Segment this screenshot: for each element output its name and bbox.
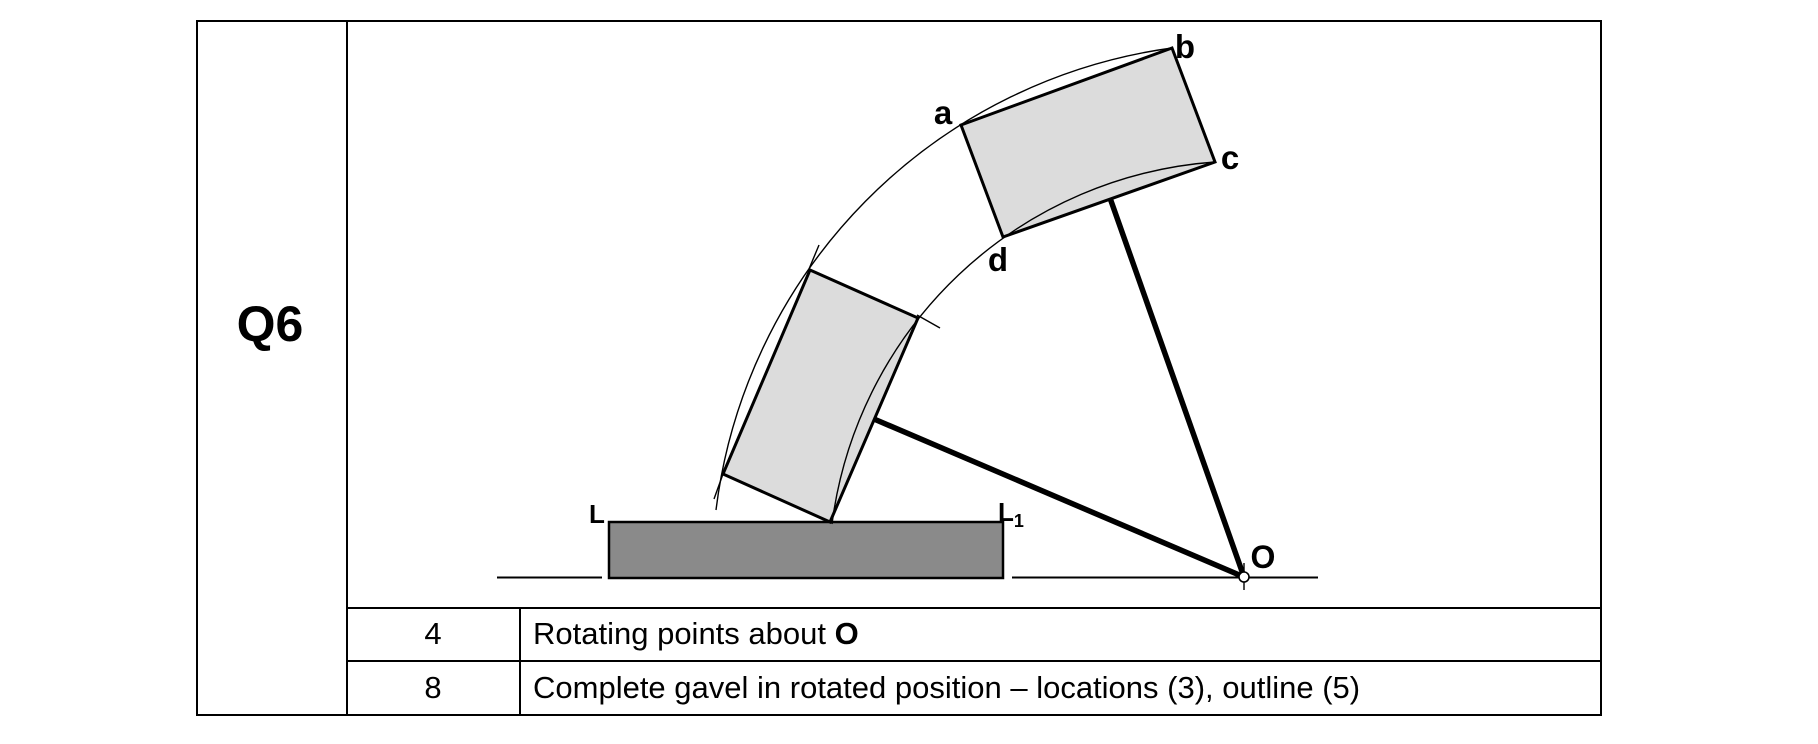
label-a: a: [934, 94, 953, 131]
gavel-handle-final: [1107, 197, 1247, 578]
label-l1-subscript: 1: [1014, 511, 1024, 531]
question-number: Q6: [237, 296, 304, 352]
label-l1-base: L: [998, 497, 1014, 527]
description-row1: Rotating points about O: [533, 616, 859, 651]
description-row1-text: Rotating points about: [533, 616, 835, 651]
construction-tick-bottom-left: [713, 473, 724, 500]
description-row2: Complete gavel in rotated position – loc…: [533, 670, 1360, 705]
pivot-circle: [1238, 571, 1250, 583]
rotation-arc-inner: [831, 161, 1216, 525]
label-d: d: [988, 241, 1008, 278]
marks-cell-row1: 4: [424, 616, 441, 651]
gavel-head-final: [959, 46, 1217, 239]
gavel-handle-intermediate: [872, 416, 1246, 580]
base-block: [607, 520, 1005, 580]
construction-tick-top-right: [916, 314, 941, 329]
description-row1-bold: O: [835, 616, 859, 651]
marks-cell-row2: 8: [424, 670, 441, 705]
table-outer-border: [196, 20, 1602, 716]
label-pivot-o: O: [1251, 539, 1276, 575]
label-l1: L1: [998, 497, 1024, 531]
gavel-head-intermediate: [721, 268, 920, 524]
label-l: L: [589, 499, 605, 529]
label-c: c: [1221, 139, 1239, 176]
description-row2-text: Complete gavel in rotated position – loc…: [533, 670, 1360, 705]
rotation-arc-outer: [715, 47, 1173, 511]
label-b: b: [1175, 28, 1195, 65]
construction-tick-top-left: [808, 244, 820, 270]
